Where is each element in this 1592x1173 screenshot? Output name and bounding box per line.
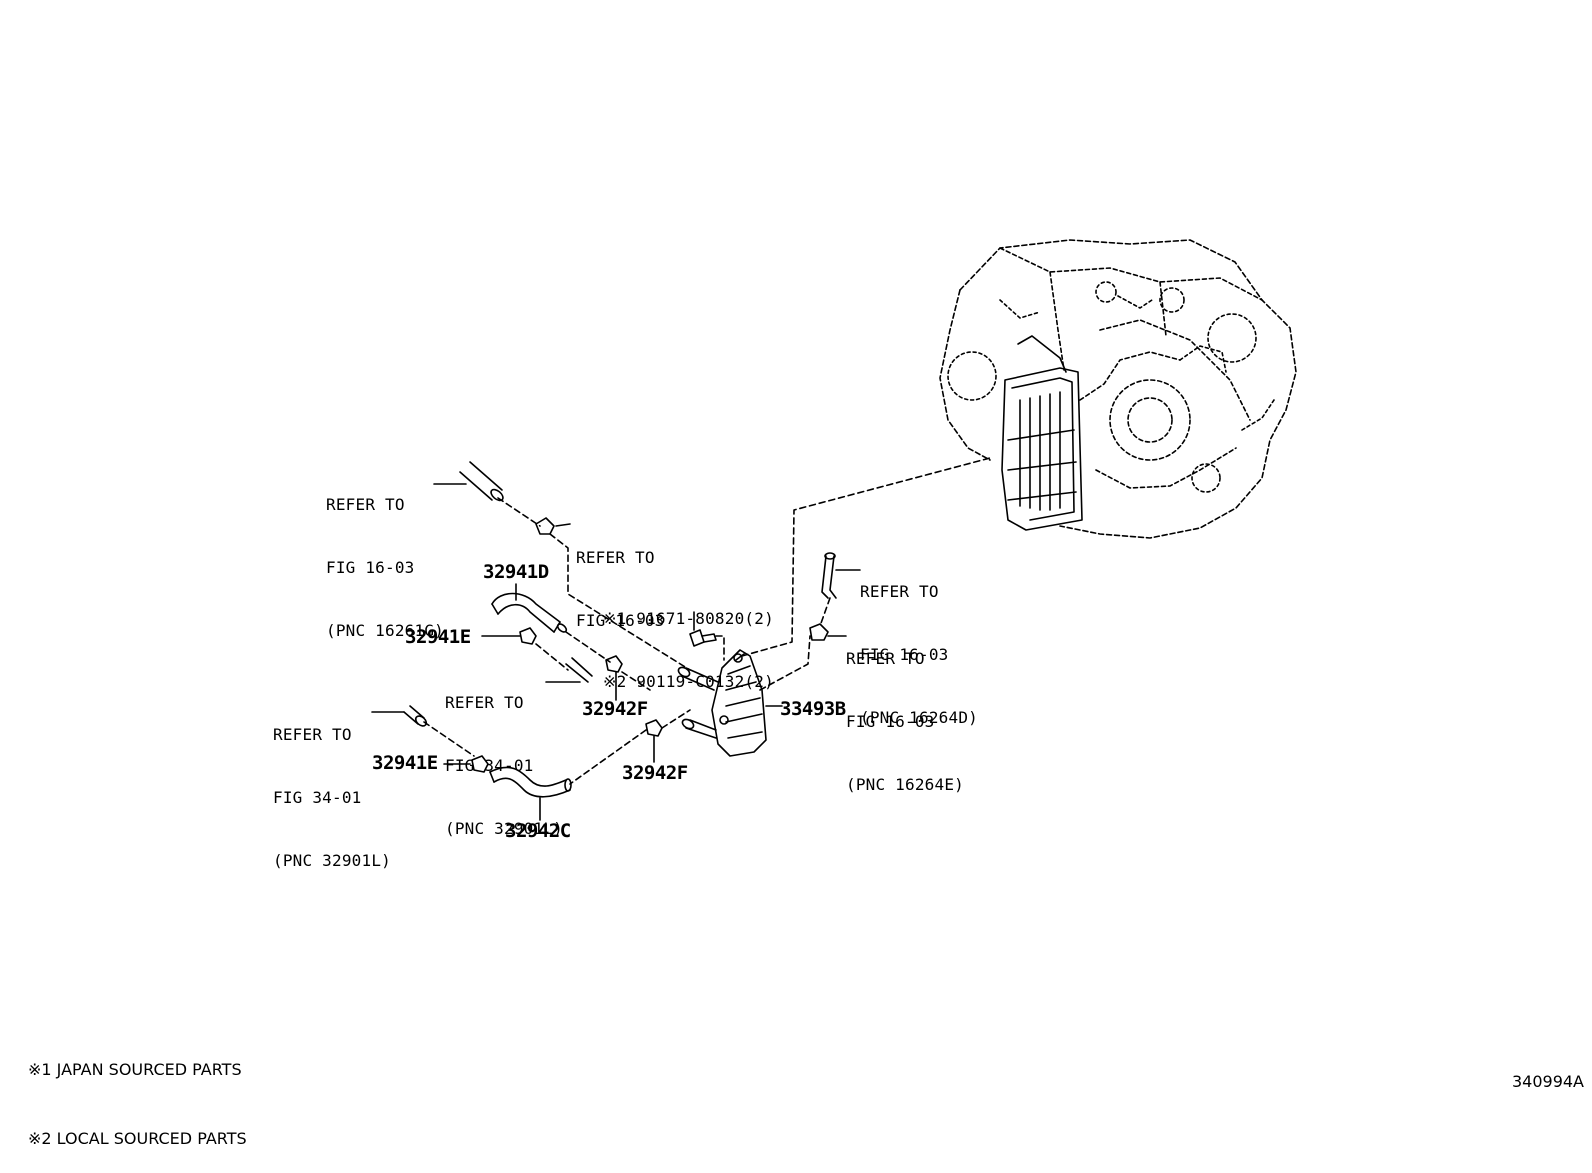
- part-33493B[interactable]: 33493B: [780, 698, 846, 720]
- source-notes: ※1 JAPAN SOURCED PARTS ※2 LOCAL SOURCED …: [28, 1012, 247, 1173]
- pipe-16264D: [821, 552, 861, 599]
- transaxle-assembly: [939, 239, 1297, 539]
- bolt-part-2: ※2 90119-C0132(2): [603, 672, 774, 691]
- part-32941E-low[interactable]: 32941E: [372, 752, 438, 774]
- clamp-top: [535, 517, 571, 535]
- refer-16264E[interactable]: REFER TO FIG 16-03 (PNC 16264E): [846, 606, 964, 816]
- pipe-16261G: [433, 461, 504, 502]
- clamp-32942F-low: [645, 719, 663, 763]
- refer-16261G-line2: FIG 16-03: [326, 558, 415, 577]
- refer-16264E-line1: REFER TO: [846, 649, 925, 668]
- refer-32901L-low[interactable]: REFER TO FIG 34-01 (PNC 32901L): [273, 682, 391, 892]
- note-japan: ※1 JAPAN SOURCED PARTS: [28, 1060, 242, 1079]
- refer-32901L-mid-line3: (PNC 32901L): [445, 819, 563, 838]
- clamp-16264E: [809, 623, 847, 641]
- part-32942C[interactable]: 32942C: [505, 820, 571, 842]
- part-32942F-low[interactable]: 32942F: [622, 762, 688, 784]
- hose-32942C: [489, 766, 572, 821]
- refer-32901L-mid-line1: REFER TO: [445, 693, 524, 712]
- refer-16264D-line1: REFER TO: [860, 582, 939, 601]
- bolt-part-numbers[interactable]: ※1 91671-80820(2) ※2 90119-C0132(2): [603, 566, 774, 713]
- parts-diagram: [371, 239, 1297, 821]
- pipe-32901L-low: [371, 705, 428, 727]
- refer-16264E-line3: (PNC 16264E): [846, 775, 964, 794]
- part-32942F-mid[interactable]: 32942F: [582, 698, 648, 720]
- part-32941E-top[interactable]: 32941E: [405, 626, 471, 648]
- clamp-32941E-low: [443, 755, 489, 773]
- refer-16-03-clamp-line2: FIG 16-03: [576, 611, 665, 630]
- refer-16264E-line2: FIG 16-03: [846, 712, 935, 731]
- refer-16264D-line3: (PNC 16264D): [860, 708, 978, 727]
- refer-16261G-line1: REFER TO: [326, 495, 405, 514]
- refer-16261G[interactable]: REFER TO FIG 16-03 (PNC 16261G): [326, 452, 444, 662]
- clamp-32941E-top: [481, 627, 537, 645]
- clamp-32942F-mid: [605, 655, 623, 701]
- figure-id: 340994A: [1511, 1072, 1584, 1091]
- note-local: ※2 LOCAL SOURCED PARTS: [28, 1129, 247, 1148]
- bolt-part-1: ※1 91671-80820(2): [603, 609, 774, 628]
- refer-16261G-line3: (PNC 16261G): [326, 621, 444, 640]
- refer-16264D[interactable]: REFER TO FIG 16-03 (PNC 16264D): [860, 539, 978, 749]
- refer-32901L-low-line1: REFER TO: [273, 725, 352, 744]
- part-32941D[interactable]: 32941D: [483, 561, 549, 583]
- refer-32901L-mid-line2: FIG 34-01: [445, 756, 534, 775]
- pipe-32901L-mid: [545, 657, 593, 683]
- refer-16264D-line2: FIG 16-03: [860, 645, 949, 664]
- refer-16-03-clamp[interactable]: REFER TO FIG 16-03: [576, 505, 665, 652]
- hose-32941D: [491, 583, 568, 633]
- bolt: [689, 611, 717, 647]
- refer-32901L-low-line2: FIG 34-01: [273, 788, 362, 807]
- refer-32901L-mid[interactable]: REFER TO FIG 34-01 (PNC 32901L): [445, 650, 563, 860]
- refer-16-03-clamp-line1: REFER TO: [576, 548, 655, 567]
- refer-32901L-low-line3: (PNC 32901L): [273, 851, 391, 870]
